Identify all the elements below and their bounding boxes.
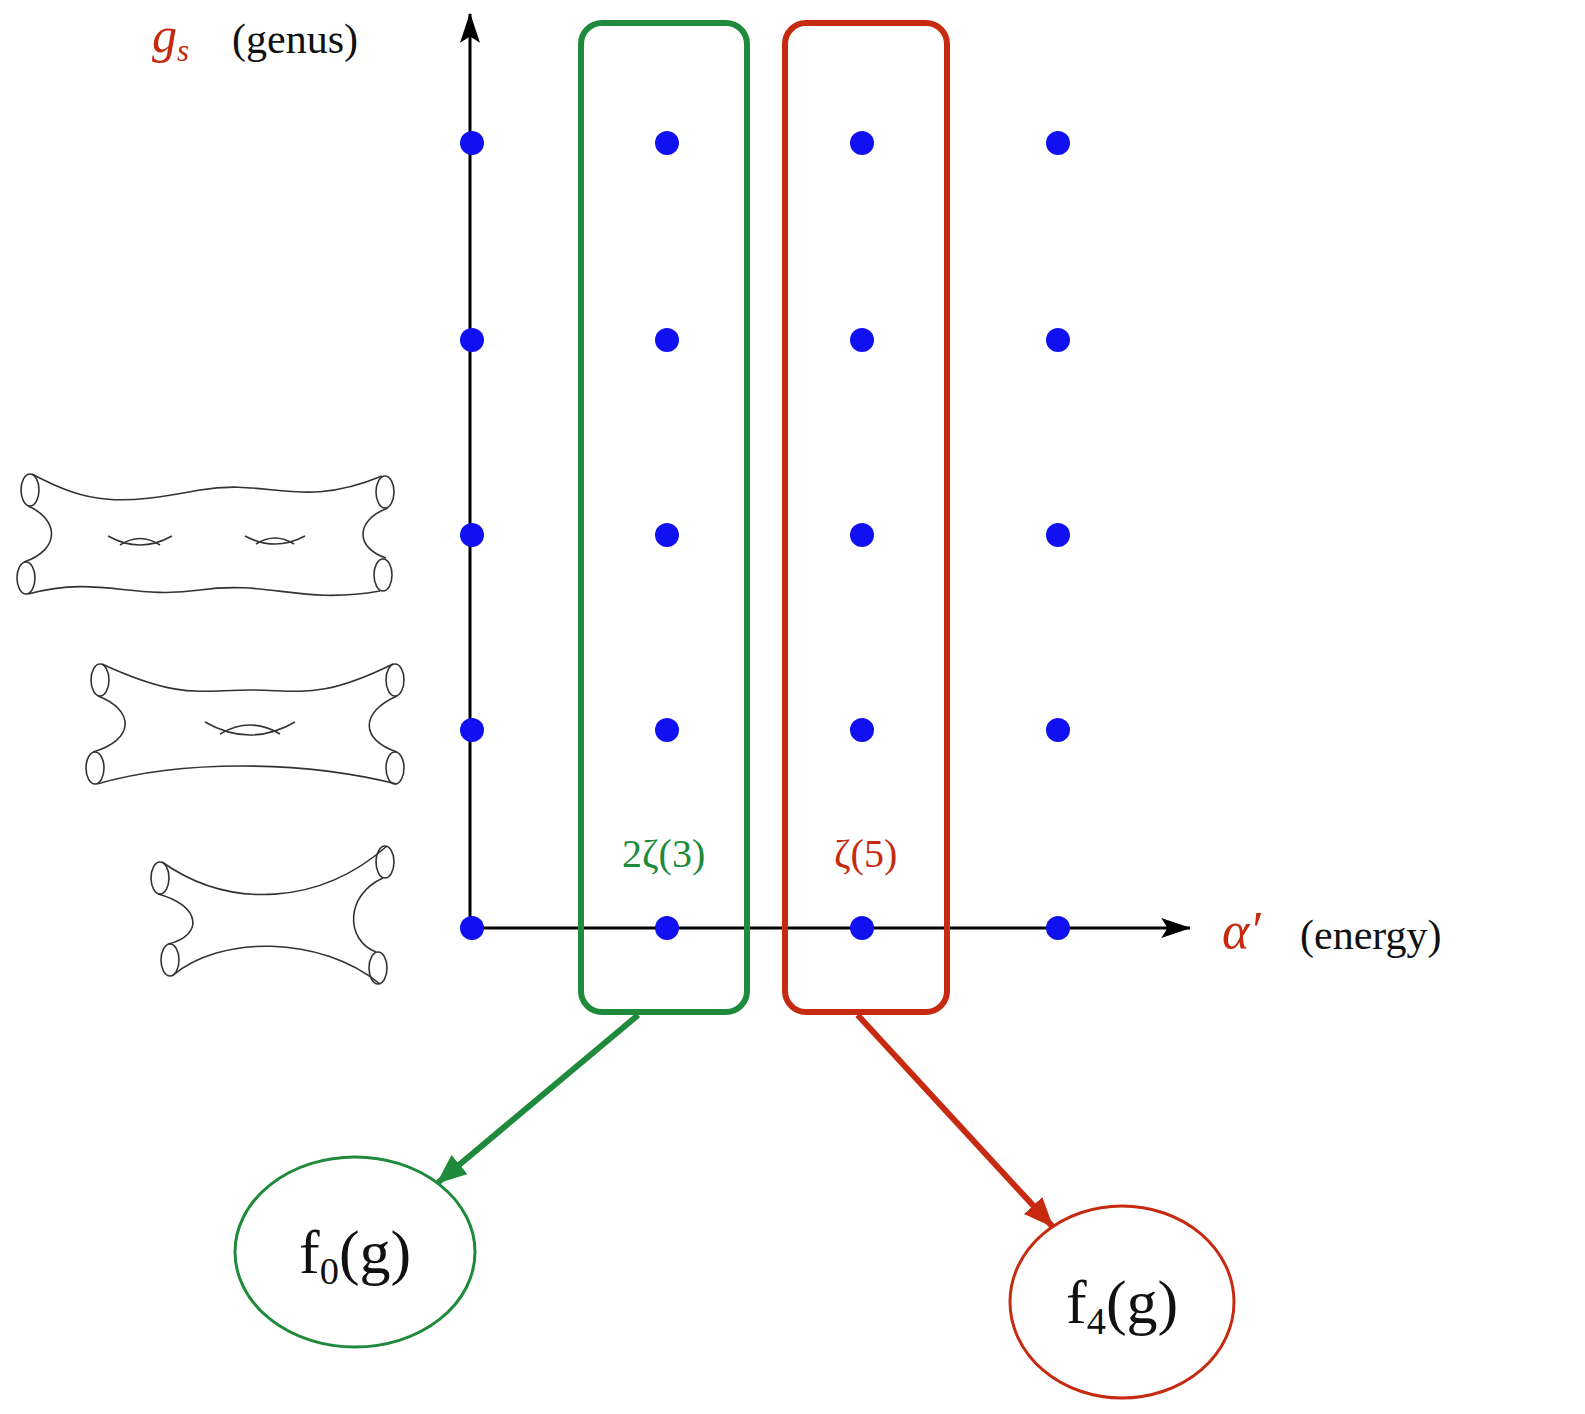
genus-zero-surface (151, 846, 394, 984)
arrow-connector (858, 1015, 1053, 1227)
column-box: 2ζ(3) (578, 20, 750, 1015)
circle-outline (235, 1157, 475, 1347)
axis-label: (genus) (232, 16, 358, 62)
function-circle: f4(g) (1008, 1204, 1236, 1400)
circle-outline (1010, 1206, 1234, 1398)
function-circle: f0(g) (233, 1155, 477, 1349)
axis-symbol: gs (152, 8, 189, 63)
column-box: ζ(5) (782, 20, 950, 1015)
function-label: f0(g) (299, 1218, 411, 1286)
dot-grid (460, 131, 1070, 940)
coefficient-label: 2ζ(3) (622, 832, 705, 876)
genus-two-surface (17, 474, 394, 595)
axis-label: (energy) (1300, 912, 1441, 958)
axis-symbol: α′ (1222, 902, 1261, 959)
arrow-connector (437, 1015, 638, 1183)
function-label: f4(g) (1066, 1268, 1178, 1336)
coefficient-label: ζ(5) (834, 832, 897, 876)
genus-one-surface (86, 664, 404, 784)
